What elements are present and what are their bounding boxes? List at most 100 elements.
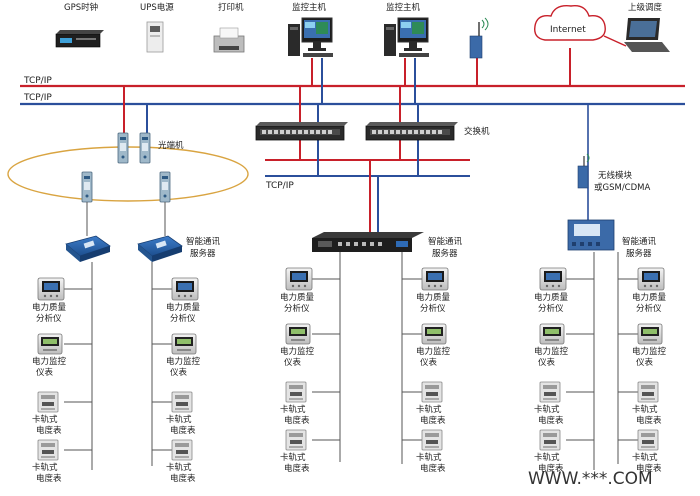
meter-label-line1: 卡轨式 bbox=[534, 452, 560, 463]
comm-server-right-icon bbox=[567, 219, 615, 251]
meter-label-line2: 电度表 bbox=[36, 425, 62, 436]
mid-server-label-2: 服务器 bbox=[432, 248, 458, 259]
meter-label-line1: 卡轨式 bbox=[32, 462, 58, 473]
meter-label-line1: 电力监控 bbox=[632, 346, 667, 357]
meter-label-line1: 电力质量 bbox=[416, 292, 451, 303]
wireless-label-1: 无线模块 bbox=[598, 170, 633, 181]
meter-label-line1: 卡轨式 bbox=[280, 452, 306, 463]
din-rail-meter-icon bbox=[539, 381, 561, 403]
optical-transceiver-4-icon bbox=[159, 171, 171, 203]
meter-label-line2: 仪表 bbox=[636, 357, 654, 368]
power-monitor-meter-icon bbox=[637, 323, 663, 345]
meter-label-line2: 电度表 bbox=[636, 463, 662, 474]
meter-label-line1: 卡轨式 bbox=[32, 414, 58, 425]
meter-label-line2: 分析仪 bbox=[284, 303, 310, 314]
meter-label-line1: 卡轨式 bbox=[166, 462, 192, 473]
meter-label-line1: 卡轨式 bbox=[534, 404, 560, 415]
right-server-label-2: 服务器 bbox=[626, 248, 652, 259]
power-monitor-meter-icon bbox=[171, 333, 197, 355]
switch-label: 交换机 bbox=[464, 126, 490, 137]
din-rail-meter-icon bbox=[171, 391, 193, 413]
power-quality-analyzer-icon bbox=[171, 277, 199, 301]
left-server-label-2: 服务器 bbox=[190, 248, 216, 259]
switch-2-icon bbox=[365, 121, 459, 141]
power-quality-analyzer-icon bbox=[285, 267, 313, 291]
meter-label-line1: 卡轨式 bbox=[632, 452, 658, 463]
meter-label-line2: 电度表 bbox=[420, 415, 446, 426]
meter-label-line1: 卡轨式 bbox=[416, 452, 442, 463]
din-rail-meter-icon bbox=[285, 429, 307, 451]
monitor-host-2-label: 监控主机 bbox=[386, 2, 421, 13]
power-monitor-meter-icon bbox=[421, 323, 447, 345]
monitor-host-1-icon bbox=[287, 17, 334, 58]
meter-label-line1: 电力质量 bbox=[534, 292, 569, 303]
meter-label-line1: 电力监控 bbox=[280, 346, 315, 357]
meter-label-line1: 电力监控 bbox=[416, 346, 451, 357]
left-server-label-1: 智能通讯 bbox=[186, 236, 221, 247]
meter-label-line1: 卡轨式 bbox=[166, 414, 192, 425]
internet-label: Internet bbox=[550, 25, 586, 35]
meter-label-line1: 电力质量 bbox=[32, 302, 67, 313]
din-rail-meter-icon bbox=[539, 429, 561, 451]
internet-cloud-icon bbox=[534, 5, 606, 41]
switch-1-icon bbox=[255, 121, 349, 141]
meter-label-line2: 仪表 bbox=[170, 367, 188, 378]
right-server-label-1: 智能通讯 bbox=[622, 236, 657, 247]
meter-label-line1: 卡轨式 bbox=[416, 404, 442, 415]
power-monitor-meter-icon bbox=[285, 323, 311, 345]
laptop-icon bbox=[624, 18, 670, 52]
ups-icon bbox=[146, 21, 164, 53]
meter-label-line2: 仪表 bbox=[36, 367, 54, 378]
meter-label-line2: 分析仪 bbox=[36, 313, 62, 324]
power-quality-analyzer-icon bbox=[539, 267, 567, 291]
meter-label-line2: 电度表 bbox=[636, 415, 662, 426]
dispatch-label: 上级调度 bbox=[628, 2, 663, 13]
meter-trees: 电力质量分析仪电力监控仪表卡轨式电度表卡轨式电度表电力质量分析仪电力监控仪表卡轨… bbox=[32, 252, 667, 484]
meter-label-line2: 分析仪 bbox=[170, 313, 196, 324]
meter-label-line1: 卡轨式 bbox=[632, 404, 658, 415]
comm-server-left-1-icon bbox=[65, 235, 111, 263]
comm-server-left-2-icon bbox=[137, 235, 183, 263]
meter-label-line1: 电力质量 bbox=[632, 292, 667, 303]
meter-label-line2: 电度表 bbox=[420, 463, 446, 474]
meter-label-line1: 电力监控 bbox=[32, 356, 67, 367]
din-rail-meter-icon bbox=[421, 429, 443, 451]
printer-icon bbox=[213, 27, 245, 53]
meter-label-line2: 分析仪 bbox=[420, 303, 446, 314]
din-rail-meter-icon bbox=[37, 439, 59, 461]
mid-server-label-1: 智能通讯 bbox=[428, 236, 463, 247]
optical-transceiver-1-icon bbox=[117, 132, 129, 164]
meter-label-line2: 电度表 bbox=[538, 415, 564, 426]
meter-label-line2: 电度表 bbox=[36, 473, 62, 484]
power-monitor-meter-icon bbox=[539, 323, 565, 345]
tcpip-label-3: TCP/IP bbox=[265, 181, 294, 191]
optical-transceiver-3-icon bbox=[81, 171, 93, 203]
printer-label: 打印机 bbox=[218, 2, 244, 13]
meter-label-line2: 电度表 bbox=[284, 463, 310, 474]
power-quality-analyzer-icon bbox=[421, 267, 449, 291]
din-rail-meter-icon bbox=[37, 391, 59, 413]
power-quality-analyzer-icon bbox=[637, 267, 665, 291]
meter-label-line1: 电力质量 bbox=[280, 292, 315, 303]
wireless-label-2: 或GSM/CDMA bbox=[594, 182, 650, 193]
watermark: WWW.***.COM bbox=[528, 469, 653, 489]
optical-transceiver-2-icon bbox=[139, 132, 151, 164]
monitor-host-1-label: 监控主机 bbox=[292, 2, 327, 13]
meter-label-line2: 电度表 bbox=[170, 473, 196, 484]
wireless-module-icon bbox=[577, 153, 590, 189]
meter-label-line2: 仪表 bbox=[538, 357, 556, 368]
meter-label-line1: 卡轨式 bbox=[280, 404, 306, 415]
din-rail-meter-icon bbox=[285, 381, 307, 403]
meter-label-line1: 电力质量 bbox=[166, 302, 201, 313]
meter-label-line2: 分析仪 bbox=[538, 303, 564, 314]
din-rail-meter-icon bbox=[171, 439, 193, 461]
monitor-host-2-icon bbox=[383, 17, 430, 58]
ups-label: UPS电源 bbox=[140, 2, 174, 13]
gps-clock-icon bbox=[55, 30, 104, 48]
din-rail-meter-icon bbox=[421, 381, 443, 403]
power-monitor-meter-icon bbox=[37, 333, 63, 355]
tcpip-label-1: TCP/IP bbox=[23, 76, 52, 86]
antenna-device-icon bbox=[469, 17, 489, 59]
meter-label-line2: 仪表 bbox=[420, 357, 438, 368]
gps-clock-label: GPS时钟 bbox=[64, 2, 98, 13]
